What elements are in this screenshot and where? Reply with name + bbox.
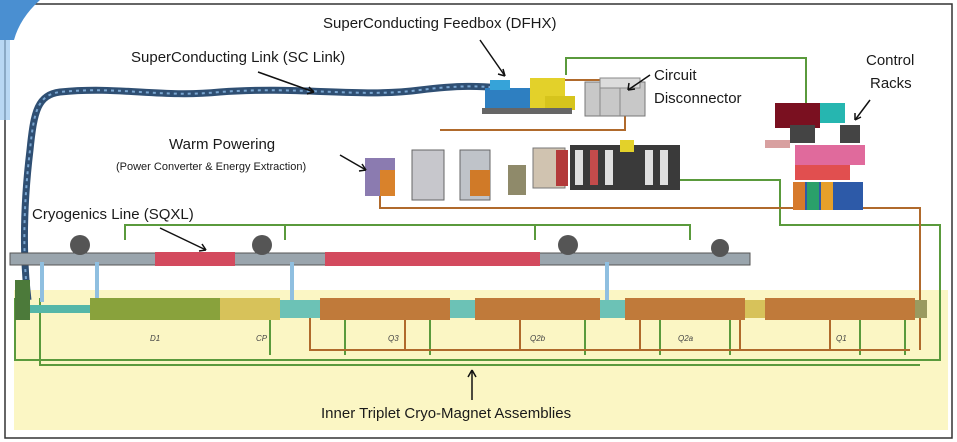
magnet-label-q3: Q3 [388,334,399,343]
magnet-label-q2a: Q2a [678,334,694,343]
triplet-label: Inner Triplet Cryo-Magnet Assemblies [321,405,572,422]
magnet-label-q1: Q1 [836,334,847,343]
sc-link-label: SuperConducting Link (SC Link) [131,49,346,66]
magnet-label-q2b: Q2b [530,334,546,343]
circuit-disconnector [584,77,646,117]
corner-decoration [0,0,40,40]
feedbox-label: SuperConducting Feedbox (DFHX) [323,15,557,32]
cryogenics-line-label: Cryogenics Line (SQXL) [32,206,194,223]
warm-powering-sublabel: (Power Converter & Energy Extraction) [116,161,307,173]
magnet-label-d1: D1 [150,334,161,343]
warm-powering-label: Warm Powering [169,136,276,153]
cryogenics-line-sqxl [9,235,751,320]
magnet-label-cp: CP [256,334,268,343]
control-label-line1: Control [866,52,915,69]
control-racks [765,103,865,210]
feedbox-dfhx [482,78,575,114]
pointer-arrows [159,39,871,400]
inner-triplet-assembly [30,298,927,320]
warm-powering-racks [365,140,680,201]
circuit-label-line2: Disconnector [654,90,742,107]
left-edge-decoration [0,40,10,120]
sc-link-cable-highlight [23,85,501,301]
circuit-label-line1: Circuit [654,67,697,84]
control-label-line2: Racks [870,75,912,92]
